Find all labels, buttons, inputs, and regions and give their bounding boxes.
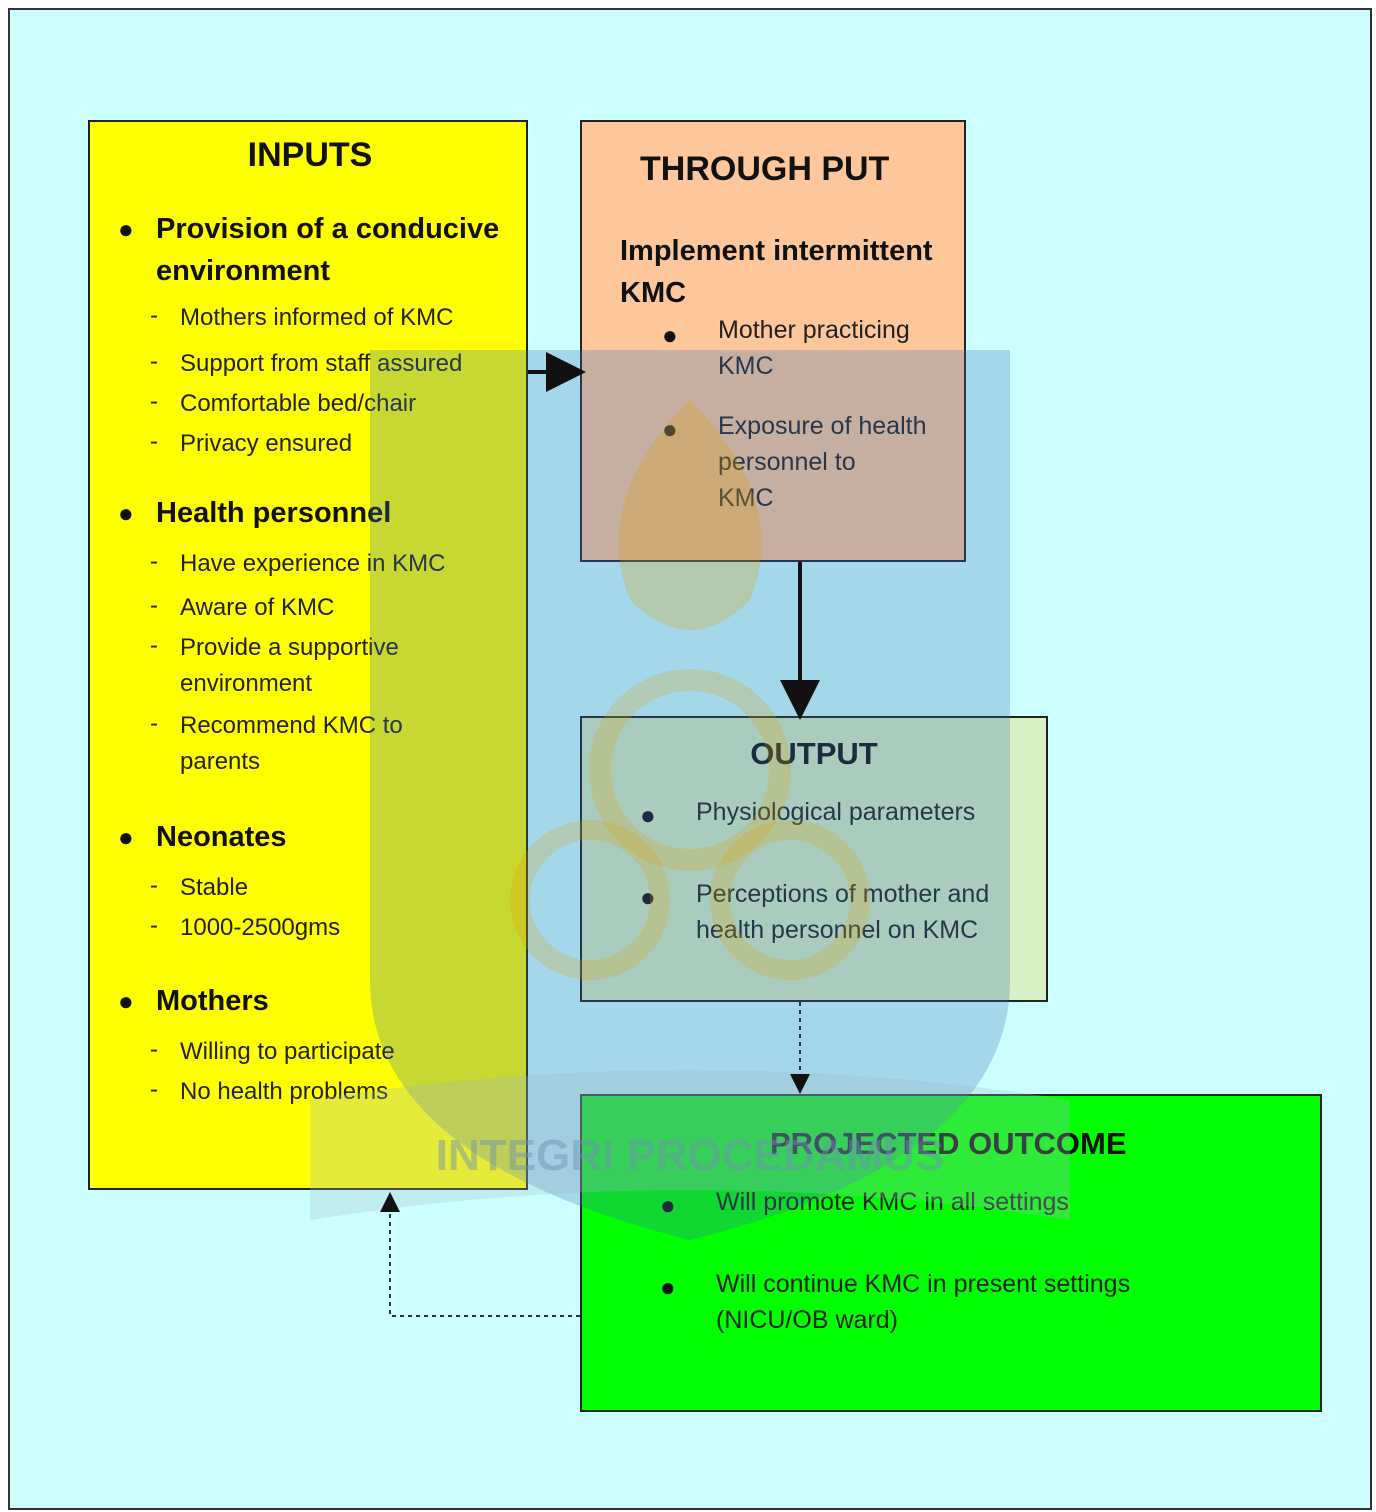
dash-marker: - <box>150 912 158 939</box>
throughput-box: THROUGH PUT Implement intermittent KMC ●… <box>580 120 966 562</box>
throughput-item: Exposure of health <box>718 412 927 440</box>
bullet-dot: ● <box>118 986 134 1016</box>
throughput-item: KMC <box>718 352 774 380</box>
inputs-box: INPUTS ● Provision of a conducive enviro… <box>88 120 528 1190</box>
output-item: Physiological parameters <box>696 798 976 826</box>
throughput-item: KMC <box>718 484 774 512</box>
dash-marker: - <box>150 710 158 737</box>
outcome-item: (NICU/OB ward) <box>716 1306 898 1334</box>
dash-marker: - <box>150 388 158 415</box>
inputs-item: Willing to participate <box>180 1038 395 1065</box>
bullet-dot: ● <box>118 498 134 528</box>
throughput-item: Mother practicing <box>718 316 910 344</box>
output-item: Perceptions of mother and <box>696 880 990 908</box>
bullet-dot: ● <box>662 320 678 350</box>
dash-marker: - <box>150 428 158 455</box>
dash-marker: - <box>150 872 158 899</box>
bullet-dot: ● <box>640 800 656 830</box>
throughput-item: personnel to <box>718 448 856 476</box>
inputs-item: Recommend KMC to <box>180 712 403 739</box>
bullet-dot: ● <box>662 414 678 444</box>
dash-marker: - <box>150 632 158 659</box>
inputs-item: Aware of KMC <box>180 594 335 621</box>
outcome-title: PROJECTED OUTCOME <box>770 1126 1127 1161</box>
bullet-dot: ● <box>118 214 134 244</box>
inputs-item: environment <box>180 670 313 697</box>
dash-marker: - <box>150 1036 158 1063</box>
output-item: health personnel on KMC <box>696 916 979 944</box>
inputs-title: INPUTS <box>247 136 373 174</box>
inputs-group-heading: Mothers <box>156 985 269 1017</box>
projected-outcome-box: PROJECTED OUTCOME ● Will promote KMC in … <box>580 1094 1322 1412</box>
inputs-item: Privacy ensured <box>180 430 353 457</box>
inputs-item: Support from staff assured <box>180 350 463 377</box>
throughput-subtitle: Implement intermittent <box>620 235 933 267</box>
inputs-item: Mothers informed of KMC <box>180 304 454 331</box>
bullet-dot: ● <box>640 882 656 912</box>
inputs-group-heading: Provision of a conducive <box>156 213 500 245</box>
inputs-item: Stable <box>180 874 249 901</box>
inputs-item: Provide a supportive <box>180 634 399 661</box>
inputs-group-heading: Neonates <box>156 821 287 853</box>
bullet-dot: ● <box>118 822 134 852</box>
inputs-item: Have experience in KMC <box>180 550 446 577</box>
bullet-dot: ● <box>660 1272 676 1302</box>
output-box: OUTPUT ● Physiological parameters ● Perc… <box>580 716 1048 1002</box>
throughput-title: THROUGH PUT <box>640 150 890 188</box>
inputs-group-heading: Health personnel <box>156 497 392 529</box>
dash-marker: - <box>150 1076 158 1103</box>
throughput-subtitle: KMC <box>620 277 687 309</box>
outcome-item: Will continue KMC in present settings <box>716 1270 1131 1298</box>
dash-marker: - <box>150 592 158 619</box>
inputs-item: No health problems <box>180 1078 389 1105</box>
dash-marker: - <box>150 348 158 375</box>
outcome-item: Will promote KMC in all settings <box>716 1188 1069 1216</box>
dash-marker: - <box>150 548 158 575</box>
inputs-item: 1000-2500gms <box>180 914 341 941</box>
bullet-dot: ● <box>660 1190 676 1220</box>
output-title: OUTPUT <box>750 736 878 771</box>
dash-marker: - <box>150 302 158 329</box>
inputs-group-heading: environment <box>156 255 331 287</box>
inputs-item: parents <box>180 748 261 775</box>
inputs-item: Comfortable bed/chair <box>180 390 417 417</box>
